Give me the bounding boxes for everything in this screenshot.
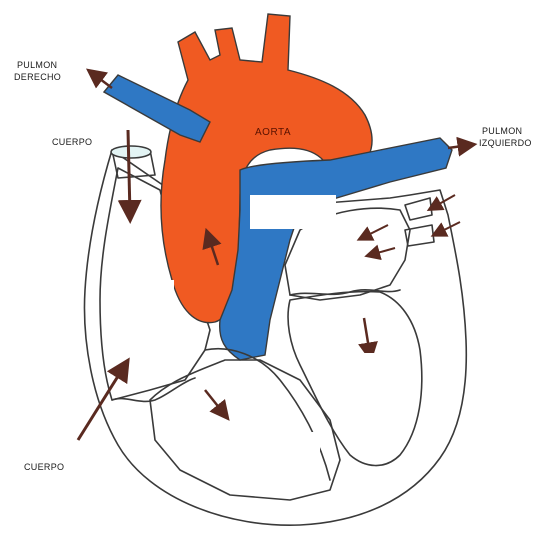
arrow-lower-vena-cava <box>78 365 125 440</box>
label-pulmon-izquierdo-1: PULMON <box>482 126 522 136</box>
arrow-left-ventricle <box>364 318 370 355</box>
aorta-label: AORTA <box>255 127 291 138</box>
arrow-left-atrium-in2 <box>370 248 395 255</box>
arrow-to-right-lung <box>92 73 112 88</box>
blank-label-pulmonary-artery[interactable] <box>250 195 336 229</box>
arrow-left-atrium-in1 <box>362 225 388 238</box>
label-pulmon-izquierdo-2: IZQUIERDO <box>479 138 532 148</box>
arrow-vein-lower <box>436 222 460 234</box>
label-cuerpo-bottom: CUERPO <box>24 462 64 472</box>
vena-cava-opening <box>111 146 151 158</box>
pulmonary-trunk <box>220 138 452 360</box>
blank-label-left-atrium[interactable] <box>303 258 369 288</box>
arrow-right-ventricle <box>205 390 225 415</box>
label-pulmon-derecho-1: PULMON <box>17 60 57 70</box>
label-pulmon-derecho-2: DERECHO <box>14 72 61 82</box>
blank-label-left-ventricle[interactable] <box>322 353 408 393</box>
arrow-to-left-lung <box>448 145 470 148</box>
label-cuerpo-top: CUERPO <box>52 137 92 147</box>
arrow-vein-upper <box>432 195 455 208</box>
pulmonary-vein-upper <box>405 198 432 220</box>
blank-label-right-ventricle[interactable] <box>222 432 320 466</box>
blank-label-right-atrium[interactable] <box>108 280 174 318</box>
arrow-vena-cava-down <box>128 130 130 215</box>
